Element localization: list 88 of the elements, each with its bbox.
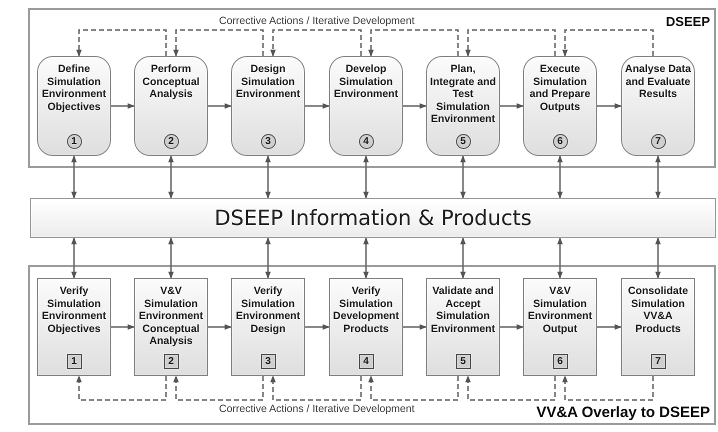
panel-title: VV&A Overlay to DSEEP	[536, 404, 710, 421]
arrow	[305, 324, 330, 330]
step-label: Develop Simulation Environment	[332, 63, 400, 100]
feedback-arrow	[173, 375, 264, 401]
step-number: 2	[164, 354, 178, 369]
step-label: Verify Simulation Environment Design	[234, 285, 302, 335]
arrow	[403, 103, 427, 109]
process-box	[523, 56, 597, 156]
band-label: DSEEP Information & Products	[214, 206, 532, 230]
feedback-arrow	[562, 29, 654, 57]
step-number: 4	[358, 354, 374, 369]
step-label: Consolidate Simulation VV&A Products	[626, 285, 690, 335]
panel-title: DSEEP	[666, 14, 710, 29]
step-label: Validate and Accept Simulation Environment	[430, 285, 496, 335]
arrow	[500, 103, 524, 109]
process-box	[523, 278, 597, 376]
feedback-arrow	[368, 29, 459, 57]
process-box	[134, 56, 208, 156]
process-box	[621, 56, 695, 156]
information-band	[30, 198, 716, 238]
step-number: 1	[66, 134, 82, 149]
arrow	[168, 237, 174, 279]
edge-label: Corrective Actions / Iterative Development	[217, 403, 417, 415]
feedback-arrow	[465, 375, 556, 401]
step-label: Plan, Integrate and Test Simulation Environment	[429, 63, 497, 126]
step-number: 7	[650, 134, 666, 149]
process-box	[621, 278, 695, 376]
arrow	[403, 324, 427, 330]
arrow	[655, 237, 661, 279]
arrow	[168, 155, 174, 199]
process-box	[231, 56, 305, 156]
process-box	[37, 56, 111, 156]
process-box	[134, 278, 208, 376]
edge-label: Corrective Actions / Iterative Development	[217, 15, 417, 27]
feedback-arrow	[270, 375, 362, 401]
step-number: 5	[456, 134, 470, 149]
arrow	[305, 103, 330, 109]
arrow	[265, 237, 271, 279]
panel-frame	[28, 265, 716, 425]
arrow	[111, 103, 135, 109]
process-box	[426, 278, 500, 376]
step-label: Verify Simulation Environment Objectives	[40, 285, 108, 335]
arrow	[363, 237, 369, 279]
process-box	[329, 278, 403, 376]
step-label: Perform Conceptual Analysis	[141, 63, 201, 100]
step-number: 6	[552, 354, 568, 369]
step-label: V&V Simulation Environment Conceptual Analysis	[138, 285, 204, 348]
step-number: 3	[260, 354, 276, 369]
step-label: V&V Simulation Environment Output	[526, 285, 594, 335]
arrow	[557, 155, 563, 199]
arrow	[208, 324, 232, 330]
arrow	[655, 155, 661, 199]
arrow	[597, 103, 622, 109]
arrow	[500, 324, 524, 330]
step-number: 6	[552, 134, 568, 149]
arrow	[460, 155, 466, 199]
panel-frame	[28, 8, 716, 168]
feedback-arrow	[270, 29, 362, 57]
arrow	[111, 324, 135, 330]
feedback-arrow	[173, 29, 264, 57]
arrow	[208, 103, 232, 109]
feedback-arrow	[368, 375, 459, 401]
step-label: Execute Simulation and Prepare Outputs	[528, 63, 592, 113]
arrow	[71, 155, 77, 199]
step-number: 1	[66, 354, 82, 369]
step-number: 2	[164, 134, 178, 149]
step-label: Analyse Data and Evaluate Results	[624, 63, 692, 100]
arrow	[71, 237, 77, 279]
arrow	[460, 237, 466, 279]
step-number: 3	[260, 134, 276, 149]
feedback-arrow	[465, 29, 556, 57]
step-number: 5	[456, 354, 470, 369]
arrow	[265, 155, 271, 199]
step-label: Design Simulation Environment	[234, 63, 302, 100]
process-box	[231, 278, 305, 376]
arrow	[597, 324, 622, 330]
process-box	[37, 278, 111, 376]
step-number: 7	[650, 354, 666, 369]
arrow	[557, 237, 563, 279]
step-label: Verify Simulation Development Products	[332, 285, 400, 335]
feedback-arrow	[76, 29, 167, 57]
feedback-arrow	[76, 375, 167, 401]
process-box	[426, 56, 500, 156]
step-label: Define Simulation Environment Objectives	[40, 63, 108, 113]
process-box	[329, 56, 403, 156]
step-number: 4	[358, 134, 374, 149]
feedback-arrow	[562, 375, 654, 401]
arrow	[363, 155, 369, 199]
